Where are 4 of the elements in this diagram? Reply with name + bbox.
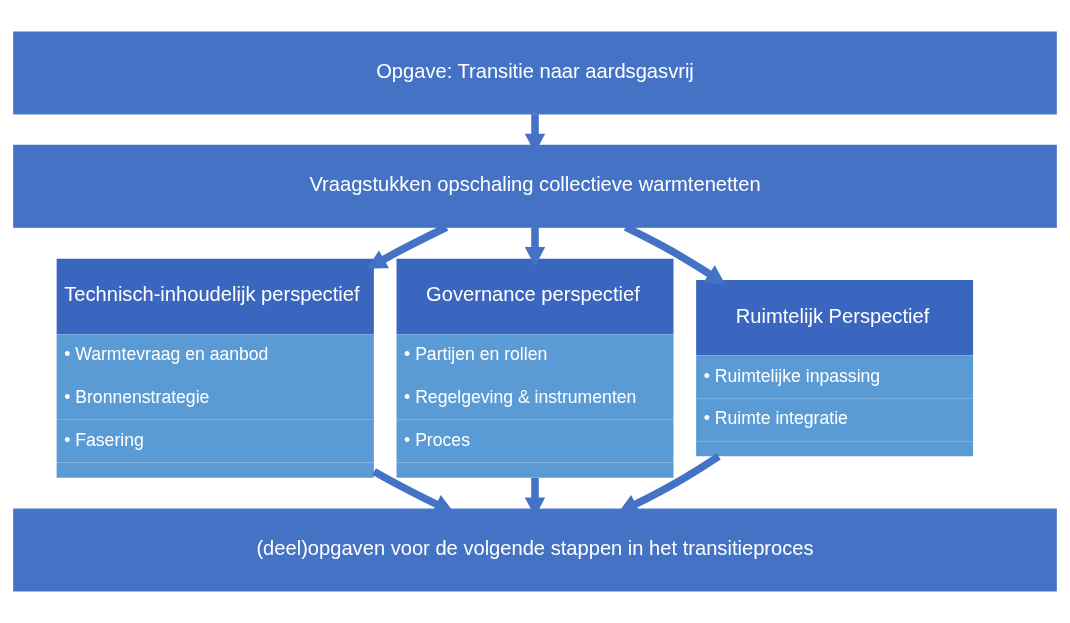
node-box: Opgave: Transitie naar aardsgasvrij (13, 31, 1057, 115)
arrow (524, 227, 546, 267)
node-box: (deel)opgaven voor de volgende stappen in het transitieproces (13, 508, 1057, 592)
node-box: Vraagstukken opschaling collectieve warmtenetten (13, 144, 1057, 228)
